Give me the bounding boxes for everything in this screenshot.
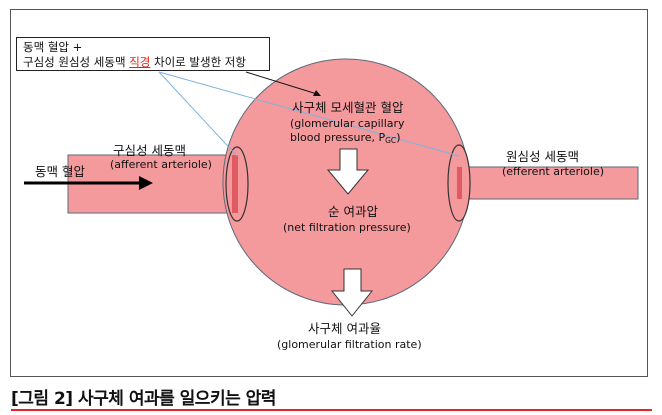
net-filtration-label-ko: 순 여과압 [328,204,378,219]
efferent-label-ko: 원심성 세동맥 [506,149,579,164]
callout-line-afferent [158,71,238,157]
diagram-canvas: 사구체 모세혈관 혈압 (glomerular capillary blood … [24,58,639,351]
efferent-label-en: (efferent arteriole) [502,165,604,178]
gfr-label-ko: 사구체 여과율 [308,321,381,336]
figure-caption: [그림 2] 사구체 여과를 일으키는 압력 [11,389,276,409]
glomerulus-title-en-2: blood pressure, PGC) [290,131,400,145]
callout-highlight: 직경 [129,55,151,69]
glomerulus-title-ko: 사구체 모세혈관 혈압 [292,100,404,115]
afferent-label-en: (afferent arteriole) [110,158,212,171]
efferent-arteriole [450,166,639,200]
callout-pointer-head [313,90,321,96]
arterial-pressure-arrow-head [139,176,153,190]
callout-line-2: 구심성 원심성 세동맥 직경 차이로 발생한 저항 [23,55,263,70]
afferent-label-ko: 구심성 세동맥 [113,143,186,158]
afferent-ring-band [232,155,238,213]
diagram-frame: 사구체 모세혈관 혈압 (glomerular capillary blood … [10,9,648,377]
gfr-arrow [330,268,374,317]
caption-rule [11,409,652,411]
callout-line-2-prefix: 구심성 원심성 세동맥 [23,55,130,69]
callout-line-efferent [158,71,460,157]
callout-line-2-suffix: 차이로 발생한 저항 [150,55,246,69]
callout-pointer-line [245,71,318,95]
gfr-label-en: (glomerular filtration rate) [277,338,422,351]
net-filtration-label-en: (net filtration pressure) [283,221,411,234]
glomerulus-title-en-1: (glomerular capillary [290,117,405,130]
resistance-callout: 동맥 혈압 + 구심성 원심성 세동맥 직경 차이로 발생한 저항 [16,37,270,71]
callout-line-1: 동맥 혈압 + [23,40,83,54]
arterial-pressure-label: 동맥 혈압 [35,164,85,179]
net-filtration-arrow [326,148,370,195]
efferent-ring-band [457,167,462,199]
